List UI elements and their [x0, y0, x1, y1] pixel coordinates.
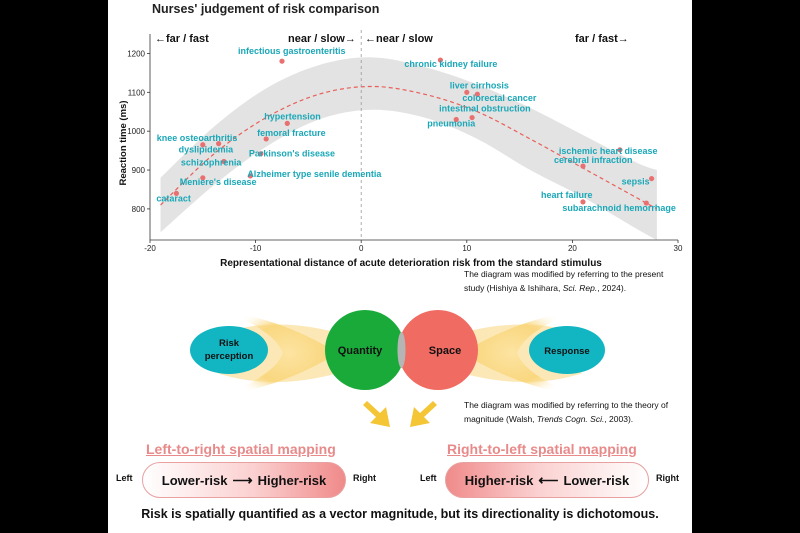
risk-perception-label-line2: perception	[205, 351, 254, 362]
data-point	[643, 200, 649, 206]
data-point-label: intestinal obstruction	[439, 104, 531, 114]
y-tick-label: 1100	[128, 88, 146, 97]
x-axis-label: Representational distance of acute deter…	[220, 258, 602, 269]
left-to-right-pill: Lower-risk ⟶ Higher-risk	[142, 462, 346, 498]
quantity-circle	[325, 310, 405, 390]
data-point	[284, 120, 290, 126]
data-point	[258, 151, 264, 157]
data-point-label: knee osteoarthritis	[157, 133, 238, 143]
data-point	[200, 142, 206, 148]
chart-source-note: The diagram was modified by referring to…	[464, 267, 686, 295]
space-label: Space	[429, 345, 461, 357]
response-ellipse	[529, 326, 605, 374]
higher-risk-label-right: Higher-risk	[464, 472, 534, 488]
risk-perception-label-line1: Risk	[219, 338, 240, 349]
higher-risk-label-left: Higher-risk	[257, 472, 327, 488]
data-point-label: chronic kidney failure	[404, 59, 497, 69]
data-point	[216, 141, 222, 147]
y-tick-label: 900	[132, 166, 146, 175]
figure-panel: Nurses' judgement of risk comparison ←fa…	[108, 0, 692, 533]
data-point-label: subarachnoid hemorrhage	[562, 203, 676, 213]
x-tick-label: 0	[359, 244, 364, 253]
data-point	[221, 158, 227, 165]
confidence-band	[160, 57, 657, 240]
data-point-label: sepsis	[622, 177, 650, 187]
region-label-far-fast-left: ←far / fast	[155, 33, 209, 45]
conclusion-text: Risk is spatially quantified as a vector…	[141, 507, 659, 521]
data-point-label: cataract	[156, 193, 191, 203]
left-mapping-left-label: Left	[116, 473, 133, 483]
model-source-note-journal: Trends Cogn. Sci.	[536, 414, 605, 424]
chart-source-note-year: , 2024).	[597, 283, 627, 293]
scatter-chart: Nurses' judgement of risk comparison ←fa…	[118, 2, 683, 269]
data-point	[453, 116, 459, 123]
data-point-label: Alzheimer type senile dementia	[247, 169, 382, 179]
x-tick-label: -20	[144, 244, 156, 253]
chart-source-note-journal: Sci. Rep.	[562, 283, 598, 293]
data-point-label: schizophrenia	[181, 157, 243, 167]
space-circle	[398, 310, 478, 390]
model-source-note-year: , 2003).	[604, 414, 634, 424]
data-point-label: femoral fracture	[257, 128, 326, 138]
y-tick-label: 1200	[127, 49, 145, 58]
fit-curve	[160, 85, 658, 210]
y-axis-label: Reaction time (ms)	[118, 101, 129, 186]
magnitude-model-diagram: Risk perception Response Quantity Space	[190, 310, 605, 427]
circle-overlap	[397, 332, 406, 368]
x-tick-label: 10	[462, 244, 471, 253]
lower-risk-label-left: Lower-risk	[161, 472, 228, 488]
left-to-right-title: Left-to-right spatial mapping	[146, 441, 336, 457]
down-left-arrow	[363, 401, 390, 427]
data-point	[617, 147, 623, 153]
y-tick-label: 800	[132, 205, 146, 214]
x-tick-label: 20	[568, 244, 577, 253]
data-point	[200, 175, 206, 181]
data-point	[173, 190, 179, 196]
region-label-near-slow-left-arrow: ←near / slow	[365, 33, 433, 45]
right-to-left-title: Right-to-left spatial mapping	[447, 441, 637, 457]
risk-perception-ellipse	[190, 326, 268, 374]
data-point-label: pneumonia	[427, 119, 476, 129]
chart-source-note-text: The diagram was modified by referring to…	[464, 269, 664, 293]
data-point	[469, 114, 475, 121]
quantity-label: Quantity	[338, 345, 383, 357]
lower-risk-label-right: Lower-risk	[563, 472, 630, 488]
data-point-label: Parkinson's disease	[249, 149, 335, 159]
data-point	[474, 91, 480, 97]
right-to-left-pill: Higher-risk ⟵ Lower-risk	[445, 462, 649, 498]
arrow-right-icon: ⟶	[232, 471, 253, 488]
right-mapping-left-label: Left	[420, 473, 437, 483]
data-point	[279, 58, 285, 64]
data-point	[437, 57, 443, 63]
right-mapping-right-label: Right	[656, 473, 679, 483]
left-mapping-right-label: Right	[353, 473, 376, 483]
x-tick-label: -10	[250, 244, 262, 253]
data-point-label: ischemic heart disease	[559, 146, 658, 156]
data-point	[464, 89, 470, 95]
x-tick-label: 30	[674, 244, 683, 253]
data-point-label: Meniere's disease	[180, 177, 257, 187]
data-point-label: dyslipidemia	[179, 145, 235, 155]
data-point	[247, 173, 253, 179]
data-point-label: cerebral infraction	[554, 155, 633, 165]
region-label-far-fast-right: far / fast→	[575, 33, 629, 45]
model-source-note: The diagram was modified by referring to…	[464, 398, 690, 426]
region-label-near-slow-right-arrow: near / slow→	[288, 33, 356, 45]
y-tick-label: 1000	[127, 127, 145, 136]
chart-title: Nurses' judgement of risk comparison	[152, 2, 379, 16]
data-point-label: hypertension	[264, 111, 321, 121]
data-point-label: infectious gastroenteritis	[238, 46, 346, 56]
data-point	[649, 175, 655, 182]
data-point-label: heart failure	[541, 190, 593, 200]
data-point	[580, 199, 586, 205]
model-source-note-text: The diagram was modified by referring to…	[464, 400, 669, 424]
data-point	[263, 136, 269, 142]
data-point-label: colorectal cancer	[462, 93, 537, 103]
data-point	[580, 163, 586, 169]
arrow-left-icon: ⟵	[538, 471, 559, 488]
response-label: Response	[544, 346, 589, 357]
data-point-label: liver cirrhosis	[450, 80, 509, 90]
down-right-arrow	[410, 401, 437, 427]
